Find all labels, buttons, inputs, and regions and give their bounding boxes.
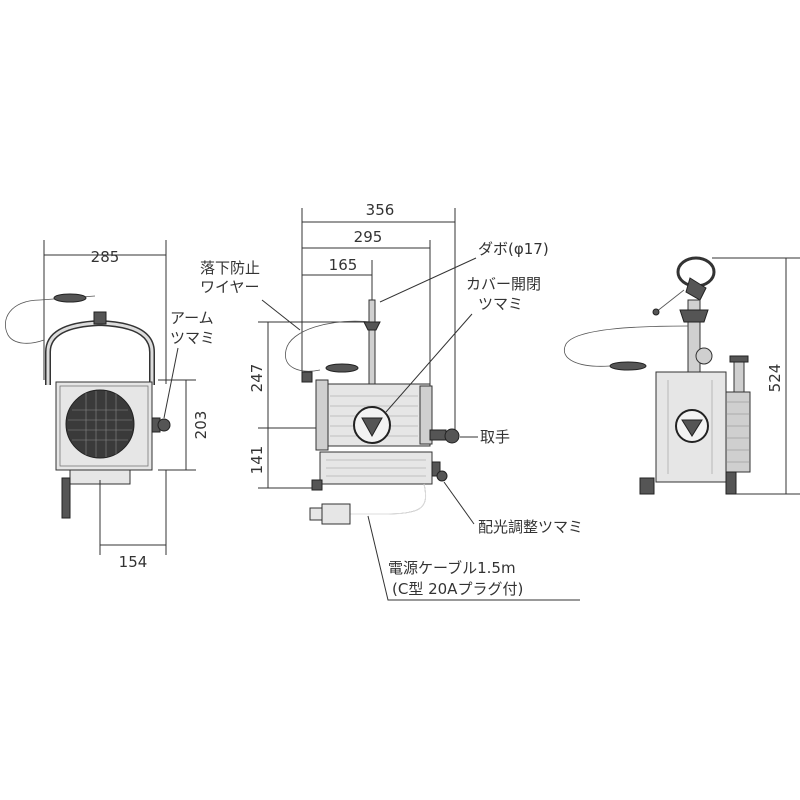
- dim-165: 165: [329, 256, 358, 274]
- rear-view: 524: [564, 256, 800, 495]
- power-cable: [350, 483, 426, 515]
- label-arm-knob-1: アーム: [170, 309, 214, 327]
- label-cover-knob-1: カバー開閉: [466, 275, 541, 293]
- label-cable-1: 電源ケーブル1.5m: [388, 559, 516, 577]
- dim-295: 295: [354, 228, 383, 246]
- label-arm-knob-2: ツマミ: [170, 329, 215, 347]
- rear-ballast: [725, 391, 751, 473]
- light-adjust-knob: [436, 470, 448, 482]
- label-safety-wire-2: ワイヤー: [200, 278, 260, 296]
- dim-141: 141: [248, 446, 266, 475]
- label-light-knob: 配光調整ツマミ: [478, 518, 583, 536]
- wire-clip: [53, 293, 87, 303]
- front-lens: [65, 389, 135, 459]
- side-view: 356 295 165 落下防止 ワイヤー 247 141: [200, 201, 583, 601]
- front-view: 285 203 154: [4, 240, 215, 571]
- dim-524: 524: [766, 364, 784, 393]
- safety-wire: [4, 299, 45, 344]
- dim-203: 203: [192, 411, 210, 440]
- side-safety-wire: [285, 320, 373, 372]
- dowel-rod: [368, 299, 376, 397]
- yoke-arm: [45, 319, 155, 385]
- arm-knob: [157, 418, 171, 432]
- label-cover-knob-2: ツマミ: [478, 295, 523, 313]
- dim-356: 356: [366, 201, 395, 219]
- plug: [321, 503, 351, 525]
- label-dowel: ダボ(φ17): [478, 240, 549, 258]
- front-plug: [61, 477, 71, 519]
- handle: [444, 428, 460, 444]
- label-safety-wire-1: 落下防止: [200, 259, 260, 277]
- label-cable-2: (C型 20Aプラグ付): [392, 580, 523, 598]
- label-handle: 取手: [480, 428, 510, 446]
- dim-247: 247: [248, 364, 266, 393]
- dim-285: 285: [91, 248, 120, 266]
- dim-154: 154: [119, 553, 148, 571]
- rear-safety-wire: [564, 325, 689, 367]
